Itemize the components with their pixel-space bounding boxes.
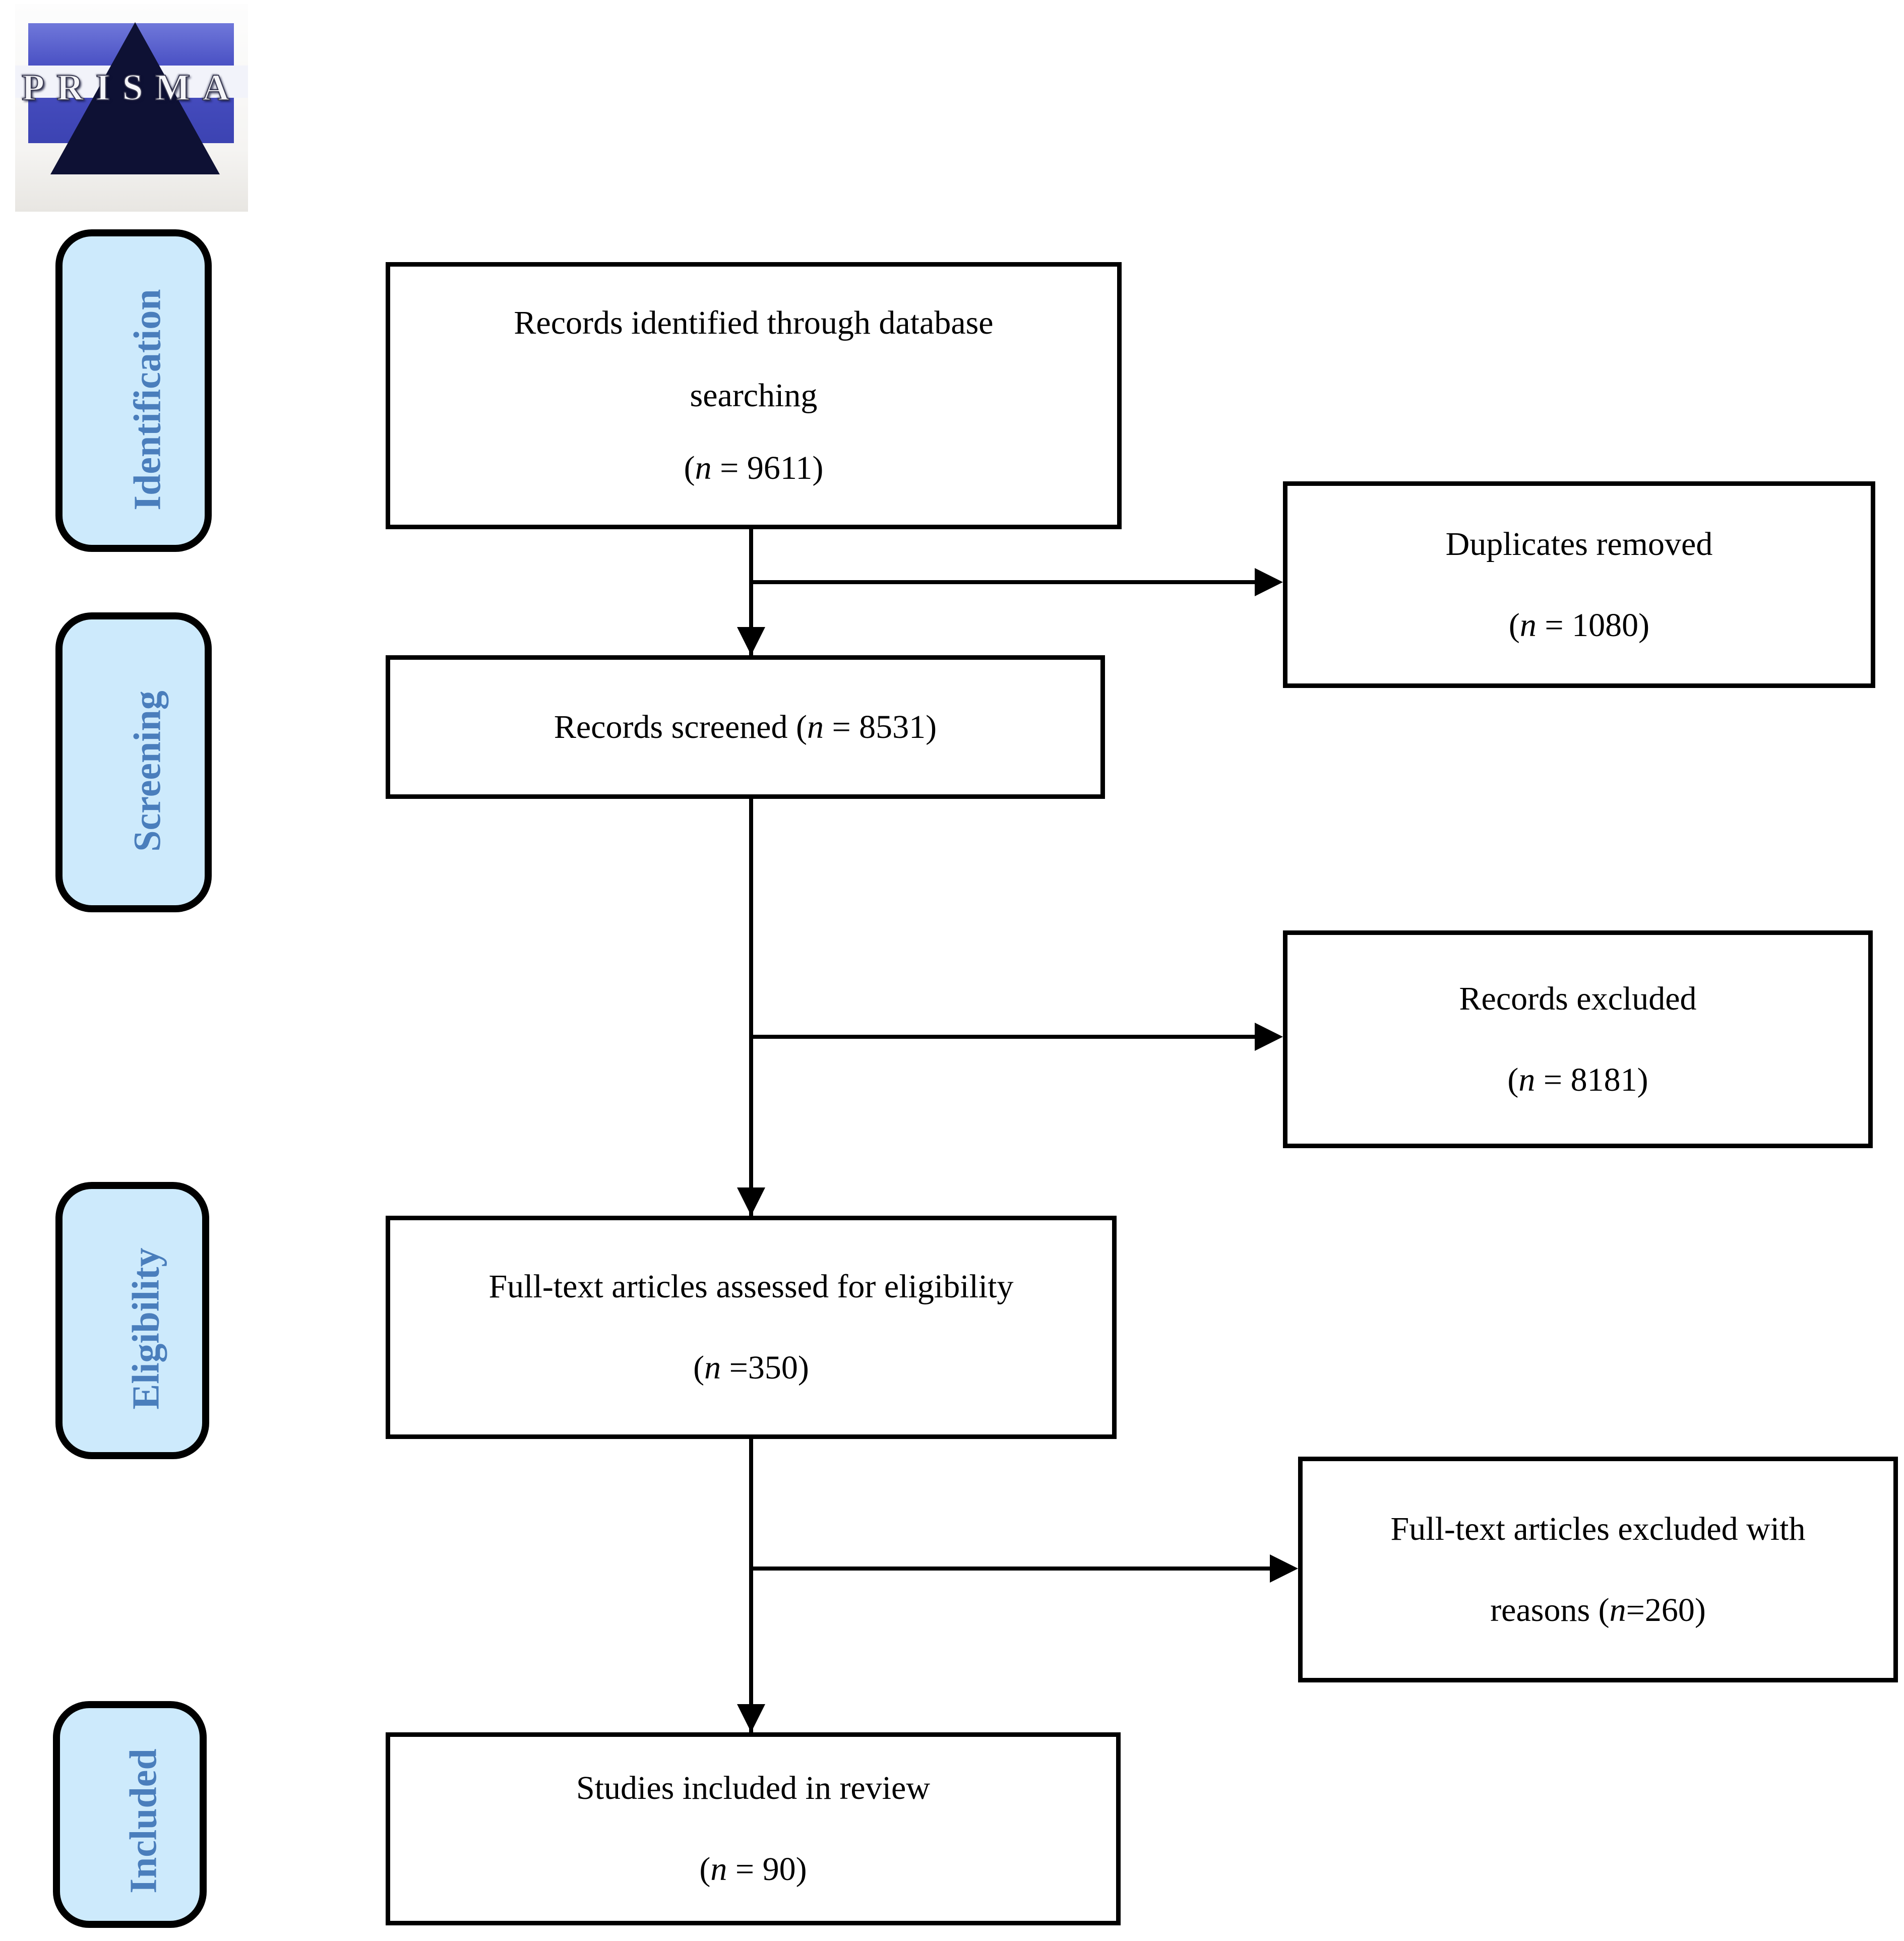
arrowhead-right-icon xyxy=(1255,568,1283,596)
vertical-connector-screened-to-fulltext xyxy=(749,799,753,1216)
stage-label-screening: Screening xyxy=(126,690,169,852)
stage-pill-eligibility: Eligibility xyxy=(55,1182,209,1459)
stage-label-identification: Identification xyxy=(126,289,169,511)
stage-label-included: Included xyxy=(122,1748,165,1894)
box-records-excluded: Records excluded (n = 8181) xyxy=(1283,930,1873,1148)
box-fulltext-excluded: Full-text articles excluded with reasons… xyxy=(1298,1457,1898,1682)
vertical-connector-fulltext-to-included xyxy=(749,1439,753,1732)
horizontal-connector-to-fulltext-excluded xyxy=(749,1567,1274,1571)
box-fulltext-assessed: Full-text articles assessed for eligibil… xyxy=(386,1216,1117,1439)
box-line: Studies included in review xyxy=(576,1770,931,1806)
box-line: searching xyxy=(690,377,818,414)
stage-pill-screening: Screening xyxy=(55,612,212,912)
logo-wordmark: PRISMA xyxy=(21,67,241,109)
arrowhead-right-icon xyxy=(1255,1023,1283,1051)
stage-label-eligibility: Eligibility xyxy=(125,1247,167,1410)
stage-pill-included: Included xyxy=(53,1701,207,1928)
arrowhead-down-icon xyxy=(737,627,765,655)
prisma-logo: PRISMA xyxy=(15,4,248,212)
box-line: Records identified through database xyxy=(514,304,994,341)
arrowhead-right-icon xyxy=(1270,1554,1298,1583)
box-line: Full-text articles assessed for eligibil… xyxy=(488,1268,1014,1305)
box-records-identified: Records identified through database sear… xyxy=(386,262,1122,529)
arrowhead-down-icon xyxy=(737,1187,765,1216)
arrowhead-down-icon xyxy=(737,1704,765,1732)
box-count: (n = 8181) xyxy=(1507,1061,1648,1098)
box-studies-included: Studies included in review (n = 90) xyxy=(386,1732,1121,1925)
box-count: (n =350) xyxy=(693,1349,809,1386)
box-line: Records excluded xyxy=(1459,980,1697,1017)
box-count: (n = 9611) xyxy=(684,450,824,486)
stage-pill-identification: Identification xyxy=(55,229,212,552)
box-line: Duplicates removed xyxy=(1445,525,1713,562)
box-records-screened: Records screened (n = 8531) xyxy=(386,655,1105,799)
box-line: Full-text articles excluded with xyxy=(1390,1510,1806,1547)
box-duplicates-removed: Duplicates removed (n = 1080) xyxy=(1283,481,1875,688)
box-line: reasons (n=260) xyxy=(1490,1591,1706,1629)
box-line: Records screened (n = 8531) xyxy=(554,708,937,745)
vertical-connector-identified-to-screened xyxy=(749,529,753,655)
box-count: (n = 90) xyxy=(699,1851,807,1888)
logo-pyramid-icon xyxy=(50,22,220,174)
horizontal-connector-to-records-excluded xyxy=(749,1035,1259,1039)
box-count: (n = 1080) xyxy=(1508,606,1650,644)
horizontal-connector-to-duplicates xyxy=(749,580,1259,584)
